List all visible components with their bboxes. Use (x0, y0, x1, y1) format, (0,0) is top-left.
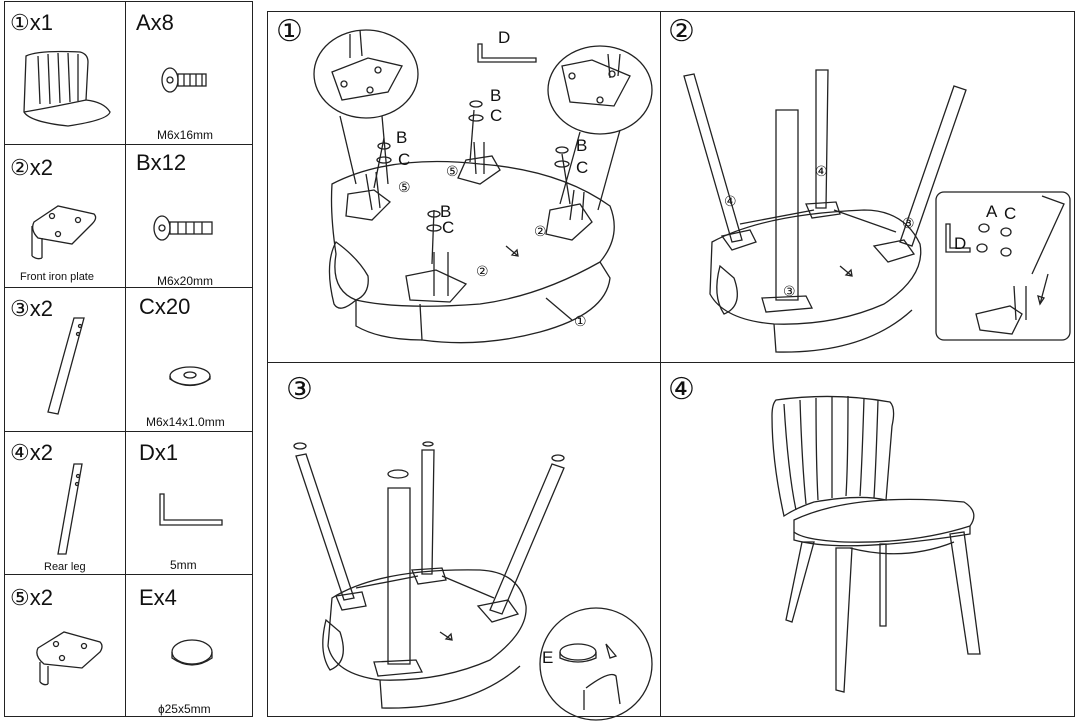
part-front-leg-count: ③x2 (10, 296, 53, 321)
washer-c-drawing (169, 366, 211, 387)
parts-table (4, 1, 253, 717)
parts-divider-row-3 (4, 431, 253, 432)
steps-divider-vertical (660, 11, 661, 717)
step-4-drawing (771, 395, 981, 693)
step-2-label-a: A (986, 202, 998, 221)
step-1-label-c2: C (398, 150, 411, 169)
step-2-label-d: D (954, 234, 967, 253)
step-3-number: ③ (286, 372, 313, 407)
step-1-label-d: D (498, 28, 511, 47)
part-d-spec: 5mm (170, 558, 197, 572)
step-1-label-b2: B (396, 128, 408, 147)
parts-divider-row-2 (4, 287, 253, 288)
step-3-label-e: E (542, 648, 554, 667)
rear-leg-drawing (57, 463, 83, 555)
steps-grid (267, 11, 1075, 717)
step-2-mark-3a: ③ (902, 216, 915, 232)
bolt-a-drawing (161, 67, 207, 93)
part-front-plate-spec: Front iron plate (20, 271, 94, 283)
front-plate-drawing (31, 205, 97, 260)
part-a-spec: M6x16mm (157, 128, 214, 142)
step-2-mark-4a: ④ (724, 194, 737, 210)
step-3-drawing (293, 441, 653, 721)
seat-part-drawing (23, 50, 111, 127)
part-b-count: Bx12 (136, 150, 187, 175)
step-1-label-b1: B (490, 86, 502, 105)
part-c-count: Cx20 (139, 294, 191, 319)
step-2-number: ② (668, 14, 695, 49)
bolt-b-drawing (153, 215, 213, 241)
part-d-count: Dx1 (139, 440, 179, 465)
step-1-mark-1: ① (574, 314, 587, 330)
part-c-spec: M6x14x1.0mm (146, 415, 225, 429)
step-1-label-c1: C (490, 106, 503, 125)
step-2-mark-4b: ④ (815, 164, 828, 180)
step-2-drawing (683, 69, 1071, 353)
step-1-label-b4: B (440, 202, 452, 221)
part-e-spec: ɸ25x5mm (158, 702, 211, 716)
glide-pad-drawing (171, 639, 213, 666)
part-b-spec: M6x20mm (157, 274, 214, 288)
step-1-mark-2b: ② (476, 264, 489, 280)
step-1-mark-5b: ⑤ (446, 164, 459, 180)
step-1-mark-5a: ⑤ (398, 180, 411, 196)
step-1-label-c4: C (442, 218, 455, 237)
parts-divider-vertical (125, 1, 126, 717)
part-rear-leg-count: ④x2 (10, 440, 53, 465)
part-seat-count: ①x1 (10, 10, 53, 35)
part-a-count: Ax8 (136, 10, 174, 35)
parts-divider-row-4 (4, 574, 253, 575)
part-rear-leg-spec: Rear leg (44, 561, 86, 573)
step-1-number: ① (276, 14, 303, 49)
rear-plate-drawing (36, 631, 103, 686)
step-1-drawing (313, 29, 653, 344)
part-e-count: Ex4 (139, 585, 177, 610)
part-front-plate-count: ②x2 (10, 155, 53, 180)
step-1-label-b3: B (576, 136, 588, 155)
allen-key-drawing (159, 493, 223, 526)
part-rear-plate-count: ⑤x2 (10, 585, 53, 610)
step-1-mark-2a: ② (534, 224, 547, 240)
steps-divider-horizontal (267, 362, 1075, 363)
step-1-label-c3: C (576, 158, 589, 177)
parts-divider-row-1 (4, 144, 253, 145)
step-4-number: ④ (668, 372, 695, 407)
front-leg-drawing (47, 317, 85, 415)
step-2-mark-3b: ③ (783, 284, 796, 300)
step-2-label-c: C (1004, 204, 1017, 223)
